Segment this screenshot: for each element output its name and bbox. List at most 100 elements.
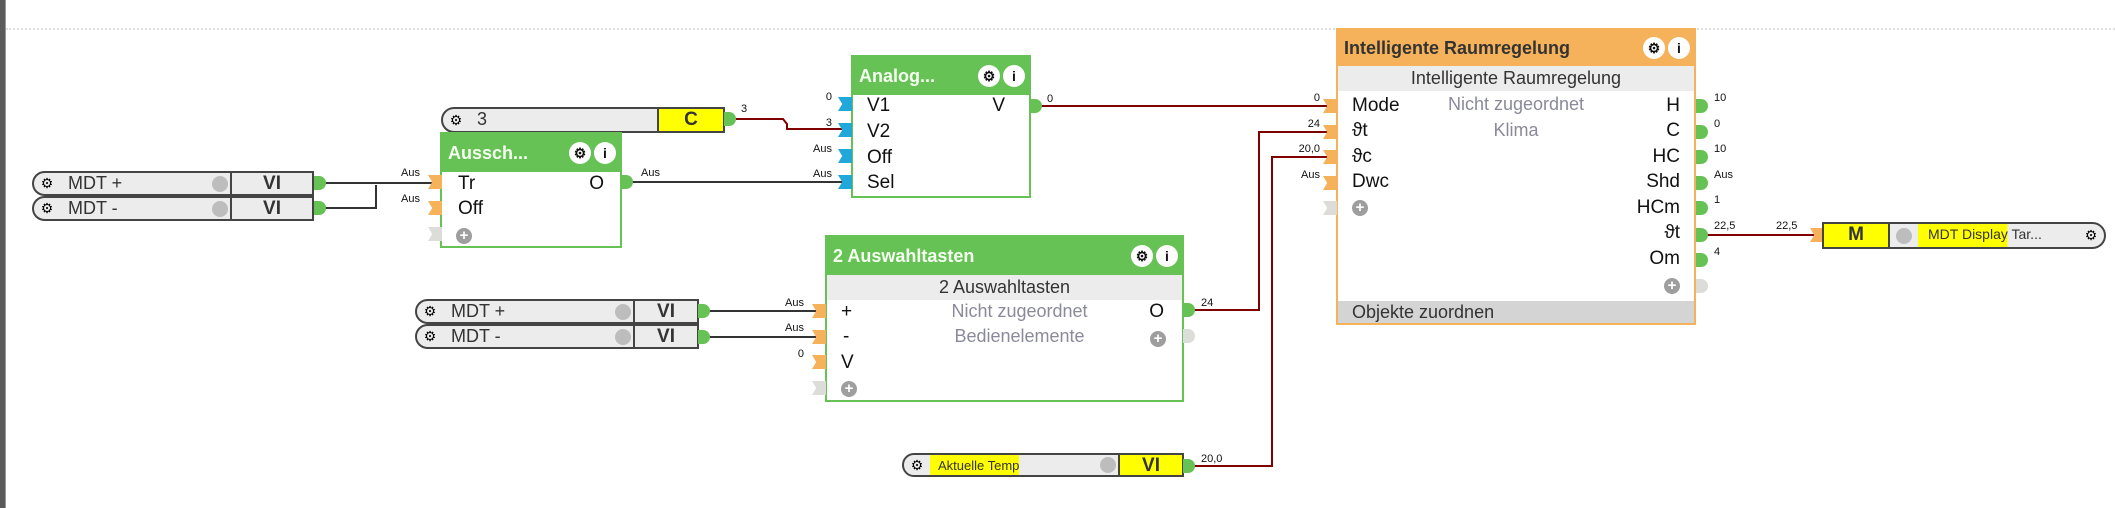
block-2-auswahltasten[interactable]: 2 Auswahltasten ⚙ i 2 Auswahltasten Nich… [825,235,1184,402]
output-port[interactable] [1696,150,1708,164]
input-port[interactable] [1323,125,1337,139]
wire-const-3 [736,118,850,130]
output-port[interactable] [698,330,710,344]
output-port[interactable] [1696,176,1708,190]
connector-mdt-minus-1[interactable]: ⚙ MDT - VI [32,196,314,221]
output-port[interactable] [314,201,326,215]
gear-icon[interactable]: ⚙ [569,142,591,164]
connector-name: MDT Display Tar... [1918,224,2078,247]
input-port[interactable] [838,175,852,189]
wire-value: 0 [797,348,804,360]
wire-value: 0 [825,91,832,103]
input-port[interactable] [428,201,442,215]
connector-tag: VI [230,198,312,219]
input-port[interactable] [812,330,826,344]
connector-mdt-plus-2[interactable]: ⚙ MDT + VI [415,299,699,324]
connector-aktuelle-temp[interactable]: ⚙ Aktuelle Temp VI [902,453,1184,477]
connector-mdt-plus-1[interactable]: ⚙ MDT + VI [32,171,314,196]
info-icon[interactable]: i [1156,245,1178,267]
gear-icon[interactable]: ⚙ [1643,37,1665,59]
input-port-add[interactable] [428,227,442,241]
output-port[interactable] [1183,459,1195,473]
output-port[interactable] [724,112,736,126]
wire-value: 10 [1714,92,1727,104]
add-input-icon[interactable]: + [456,228,472,244]
output-port[interactable] [1696,201,1708,215]
input-label: Mode [1352,95,1400,116]
input-port[interactable] [838,123,852,137]
wire-value: 24 [1201,297,1214,309]
radio-icon [210,198,230,219]
input-port[interactable] [812,355,826,369]
output-port-add[interactable] [1696,279,1708,293]
left-panel-border [0,0,6,508]
gear-icon[interactable]: ⚙ [423,303,437,319]
block-analog[interactable]: Analog... ⚙ i V1 V2 Off Sel V [851,55,1031,198]
info-icon[interactable]: i [1668,37,1690,59]
block-header[interactable]: Analog... ⚙ i [853,57,1029,95]
output-port[interactable] [1696,125,1708,139]
connector-name-text: Aktuelle Temp [930,455,1020,475]
output-port[interactable] [1696,99,1708,113]
gear-icon[interactable]: ⚙ [449,111,463,128]
add-output-icon[interactable]: + [1664,278,1680,294]
gear-icon[interactable]: ⚙ [1131,245,1153,267]
output-port[interactable] [621,175,633,189]
add-input-icon[interactable]: + [841,381,857,397]
input-port[interactable] [838,149,852,163]
block-intelligente-raumregelung[interactable]: Intelligente Raumregelung ⚙ i Intelligen… [1336,28,1696,325]
output-label: V [992,95,1005,116]
connector-name: MDT + [68,173,123,193]
input-label: + [841,301,853,322]
connector-mdt-minus-2[interactable]: ⚙ MDT - VI [415,324,699,349]
wire-value: 20,0 [1298,143,1320,155]
input-label: Dwc [1352,171,1389,192]
input-port[interactable] [812,304,826,318]
gear-icon[interactable]: ⚙ [978,65,1000,87]
block-header[interactable]: Intelligente Raumregelung ⚙ i [1338,30,1694,66]
output-port[interactable] [1696,253,1708,267]
output-port[interactable] [1183,303,1195,317]
connector-tag: VI [633,326,697,347]
input-port[interactable] [1810,228,1824,242]
info-icon[interactable]: i [1003,65,1025,87]
gear-icon[interactable]: ⚙ [40,175,54,191]
assignment-category: Klima [1493,120,1539,140]
connector-constant-3[interactable]: ⚙ 3 C [441,107,725,133]
block-aussch[interactable]: Aussch... ⚙ i Tr Off O + [440,132,622,248]
block-header[interactable]: Aussch... ⚙ i [442,134,620,172]
assign-objects-button[interactable]: Objekte zuordnen [1338,301,1694,323]
wire-value: Aus [1714,169,1733,181]
input-port[interactable] [838,97,852,111]
add-input-icon[interactable]: + [1352,200,1368,216]
assignment-category: Bedienelemente [954,326,1085,346]
connector-tag: VI [1118,455,1182,476]
connector-mdt-display[interactable]: M MDT Display Tar... ⚙ [1822,222,2106,249]
input-port[interactable] [1323,150,1337,164]
input-port[interactable] [428,175,442,189]
output-label: HCm [1636,197,1680,218]
input-label: V [841,352,854,373]
output-port[interactable] [698,304,710,318]
output-port[interactable] [314,176,326,190]
input-port-add[interactable] [1323,201,1337,215]
gear-icon[interactable]: ⚙ [2084,227,2098,243]
wire-value: 1 [1714,194,1721,206]
output-port[interactable] [1696,228,1708,242]
output-port[interactable] [1030,99,1042,113]
input-port[interactable] [1323,99,1337,113]
add-output-icon[interactable]: + [1150,331,1166,347]
output-label: Shd [1646,171,1680,192]
block-header[interactable]: 2 Auswahltasten ⚙ i [827,237,1182,275]
connector-name: MDT - [68,198,118,218]
gear-icon[interactable]: ⚙ [40,200,54,216]
gear-icon[interactable]: ⚙ [910,456,924,473]
gear-icon[interactable]: ⚙ [423,328,437,344]
radio-icon [210,173,230,194]
output-port-add[interactable] [1183,329,1195,343]
input-port-add[interactable] [812,381,826,395]
input-port[interactable] [1323,176,1337,190]
block-subtitle: 2 Auswahltasten [827,275,1182,300]
info-icon[interactable]: i [594,142,616,164]
wire-value: 20,0 [1201,453,1223,465]
